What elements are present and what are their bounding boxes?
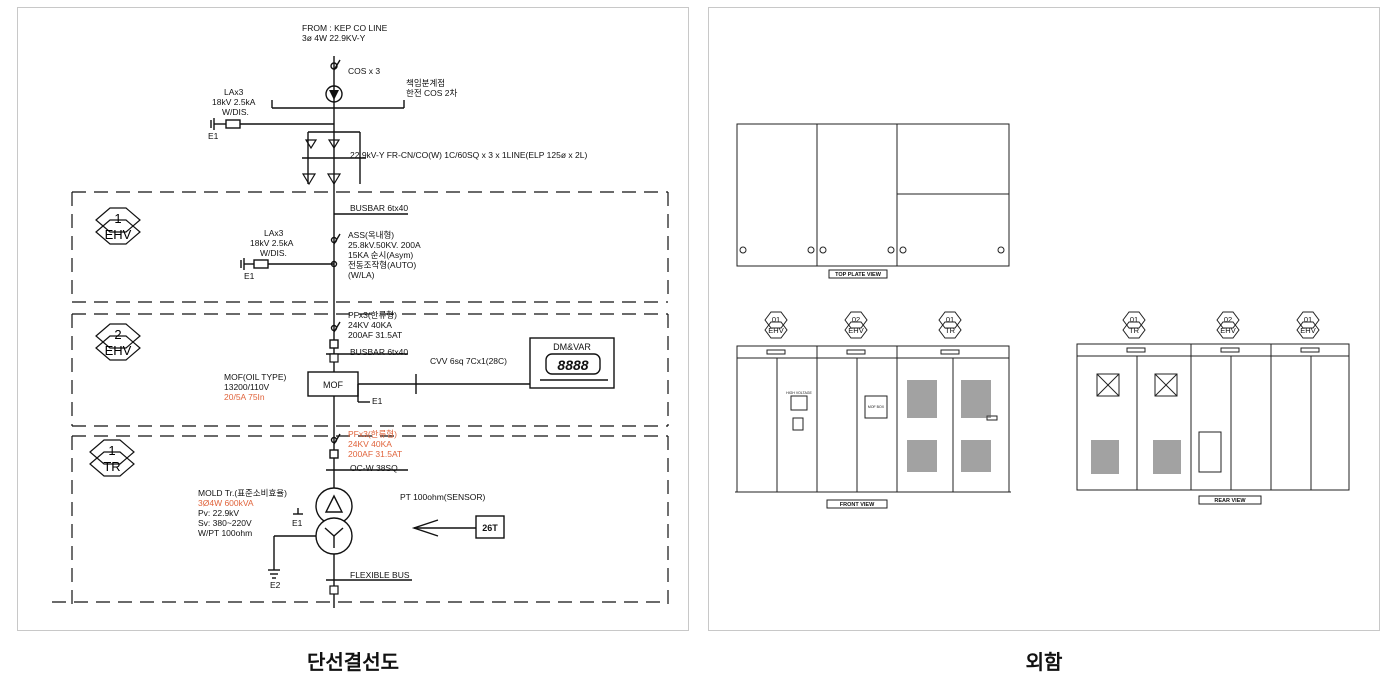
top-plate-view bbox=[736, 123, 1010, 267]
ass-line-3: 15KA 순시(Asym) bbox=[348, 250, 413, 260]
tag-number: 01 bbox=[772, 315, 780, 324]
ass-line-5: (W/LA) bbox=[348, 270, 375, 280]
kepco-label-1: 책임분계점 bbox=[406, 78, 445, 88]
ocw-label: OC-W 38SQ bbox=[350, 463, 398, 473]
section-tag-number: 2 bbox=[114, 327, 121, 342]
section-tag-name: TR bbox=[103, 459, 120, 474]
pf2-line-1: PFx3(한류형) bbox=[348, 429, 397, 439]
single-line-diagram: 1 EHV 2 EHV 1 TR FROM : KEP CO LINE 3ø 4… bbox=[52, 23, 669, 612]
kepco-meter-arrow bbox=[329, 90, 339, 100]
tag-name: EHV bbox=[768, 326, 783, 335]
front-view-label: FRONT VIEW bbox=[840, 502, 875, 508]
busbar-2-label: BUSBAR 6tx40 bbox=[350, 347, 408, 357]
enclosure-drawing: 01 EHV 02 EHV 01 TR 01 TR 02 EHV bbox=[735, 123, 1350, 509]
pf1-line-2: 24KV 40KA bbox=[348, 320, 392, 330]
rear-view bbox=[1076, 343, 1350, 491]
front-tag-01-ehv: 01 EHV bbox=[764, 311, 788, 339]
pf2-line-2: 24KV 40KA bbox=[348, 439, 392, 449]
front-view-label-box bbox=[826, 499, 888, 509]
source-line-2: 3ø 4W 22.9KV-Y bbox=[302, 33, 366, 43]
tag-name: TR bbox=[945, 326, 956, 335]
cos-label: COS x 3 bbox=[348, 66, 380, 76]
dm-var-digits: 8888 bbox=[557, 357, 588, 373]
relay-label: 26T bbox=[482, 523, 498, 533]
flexible-bus-label: FLEXIBLE BUS bbox=[350, 570, 410, 580]
busbar-1-label: BUSBAR 6tx40 bbox=[350, 203, 408, 213]
section-tag-name: EHV bbox=[105, 343, 132, 358]
tr-line-5: W/PT 100ohm bbox=[198, 528, 252, 538]
tr-line-2: 3Ø4W 600kVA bbox=[198, 498, 254, 508]
rear-view-label-box bbox=[1198, 495, 1262, 505]
ground-e1-mid: E1 bbox=[244, 271, 255, 281]
tr-line-1: MOLD Tr.(표준소비효율) bbox=[198, 488, 287, 498]
rear-tag-02-ehv: 02 EHV bbox=[1216, 311, 1240, 339]
ventilation-grilles bbox=[907, 380, 1181, 474]
la-top-line-2: 18kV 2.5kA bbox=[212, 97, 256, 107]
tag-name: EHV bbox=[1300, 326, 1315, 335]
relay-box bbox=[475, 515, 505, 539]
mof-note: 20/5A 75In bbox=[224, 392, 265, 402]
la-mid-line-3: W/DIS. bbox=[260, 248, 287, 258]
la-mid-line-1: LAx3 bbox=[264, 228, 284, 238]
la-top-line-1: LAx3 bbox=[224, 87, 244, 97]
kepco-label-2: 한전 COS 2차 bbox=[406, 88, 458, 98]
dm-var-label: DM&VAR bbox=[553, 342, 591, 352]
cable-spec: 22.9kV-Y FR-CN/CO(W) 1C/60SQ x 3 x 1LINE… bbox=[350, 150, 587, 160]
single-line-diagram-caption: 단선결선도 bbox=[307, 652, 399, 674]
tag-number: 01 bbox=[1304, 315, 1312, 324]
tag-number: 01 bbox=[1130, 315, 1138, 324]
tr-line-4: Sv: 380~220V bbox=[198, 518, 252, 528]
rear-view-label: REAR VIEW bbox=[1214, 498, 1246, 504]
tag-number: 01 bbox=[946, 315, 954, 324]
pt-label: PT 100ohm(SENSOR) bbox=[400, 492, 486, 502]
source-line-1: FROM : KEP CO LINE bbox=[302, 23, 388, 33]
tr-line-3: Pv: 22.9kV bbox=[198, 508, 239, 518]
cvv-label: CVV 6sq 7Cx1(28C) bbox=[430, 356, 507, 366]
ass-line-4: 전동조작형(AUTO) bbox=[348, 260, 416, 270]
la-mid-line-2: 18kV 2.5kA bbox=[250, 238, 294, 248]
ground-e2: E2 bbox=[270, 580, 281, 590]
ground-e1-top: E1 bbox=[208, 131, 219, 141]
pf2-line-3: 200AF 31.5AT bbox=[348, 449, 402, 459]
section-borders bbox=[52, 191, 669, 612]
ground-e1-mof: E1 bbox=[372, 396, 383, 406]
top-plate-label-box bbox=[828, 269, 888, 279]
ground-e1-tr: E1 bbox=[292, 518, 303, 528]
front-label-mof-box: MOF BOX bbox=[868, 405, 885, 409]
rear-tag-01-ehv: 01 EHV bbox=[1296, 311, 1320, 339]
mof-label-2: 13200/110V bbox=[224, 382, 270, 392]
rear-tag-01-tr: 01 TR bbox=[1122, 311, 1146, 339]
pf1-line-1: PFx3(한류형) bbox=[348, 310, 397, 320]
top-plate-view-label: TOP PLATE VIEW bbox=[835, 272, 882, 278]
section-tag-1-ehv: 1 EHV bbox=[95, 207, 141, 245]
front-tag-02-ehv: 02 EHV bbox=[844, 311, 868, 339]
enclosure-panel: 01 EHV 02 EHV 01 TR 01 TR 02 EHV bbox=[708, 7, 1380, 631]
ass-line-1: ASS(옥내형) bbox=[348, 230, 394, 240]
tag-number: 02 bbox=[1224, 315, 1232, 324]
mof-box-label: MOF bbox=[323, 380, 343, 390]
tag-name: TR bbox=[1129, 326, 1140, 335]
enclosure-caption: 외함 bbox=[1025, 652, 1063, 674]
tag-name: EHV bbox=[1220, 326, 1235, 335]
la-top-line-3: W/DIS. bbox=[222, 107, 249, 117]
tag-number: 02 bbox=[852, 315, 860, 324]
front-label-high-voltage: HIGH VOLTAGE bbox=[786, 391, 812, 395]
section-tag-number: 1 bbox=[114, 211, 121, 226]
front-view bbox=[735, 345, 1011, 493]
section-tag-name: EHV bbox=[105, 227, 132, 242]
section-tag-number: 1 bbox=[108, 443, 115, 458]
front-tag-01-tr: 01 TR bbox=[938, 311, 962, 339]
section-tag-1-tr: 1 TR bbox=[89, 439, 135, 477]
pf1-line-3: 200AF 31.5AT bbox=[348, 330, 402, 340]
tag-name: EHV bbox=[848, 326, 863, 335]
mof-label-1: MOF(OIL TYPE) bbox=[224, 372, 287, 382]
section-tag-2-ehv: 2 EHV bbox=[95, 323, 141, 361]
ass-line-2: 25.8kV.50KV. 200A bbox=[348, 240, 421, 250]
single-line-diagram-panel: 1 EHV 2 EHV 1 TR FROM : KEP CO LINE 3ø 4… bbox=[17, 7, 689, 631]
